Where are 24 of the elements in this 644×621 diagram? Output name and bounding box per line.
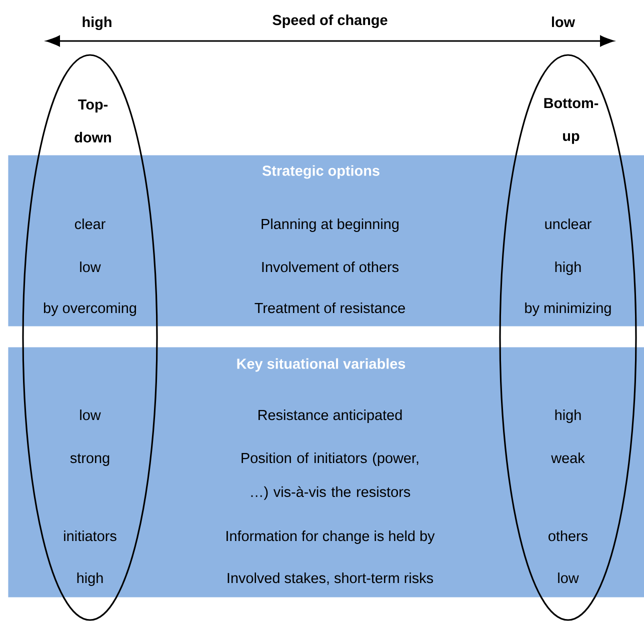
table-cell: Resistance anticipated (258, 410, 402, 423)
heading: low (552, 16, 576, 28)
table-cell: high (555, 410, 581, 423)
table-cell: Information for change is held by (226, 530, 435, 544)
table-cell: low (80, 410, 101, 420)
table-cell: strong (70, 454, 110, 466)
table-cell: Position of initiators (power, …) vis-à-vis the resistors (242, 452, 418, 500)
table-cell: clear (74, 218, 106, 230)
heading: Speed of change (272, 14, 388, 28)
table-cell: unclear (545, 218, 592, 230)
table-cell: Involved stakes, short-term risks (228, 572, 434, 585)
table-cell: others (548, 530, 588, 542)
table-cell: high (77, 572, 103, 586)
table-cell: low (558, 572, 579, 584)
heading: high (82, 16, 112, 30)
table-cell: Involvement of others (262, 262, 399, 272)
table-cell: weak (551, 452, 585, 464)
table-cell: low (80, 262, 101, 272)
table-cell: initiators (64, 530, 116, 542)
table-cell: Planning at beginning (262, 218, 399, 232)
table-cell: Treatment of resistance (254, 302, 405, 314)
table-cell: by minimizing (525, 302, 611, 316)
table-cell: by overcoming (44, 302, 136, 316)
table-cell: high (555, 262, 581, 275)
